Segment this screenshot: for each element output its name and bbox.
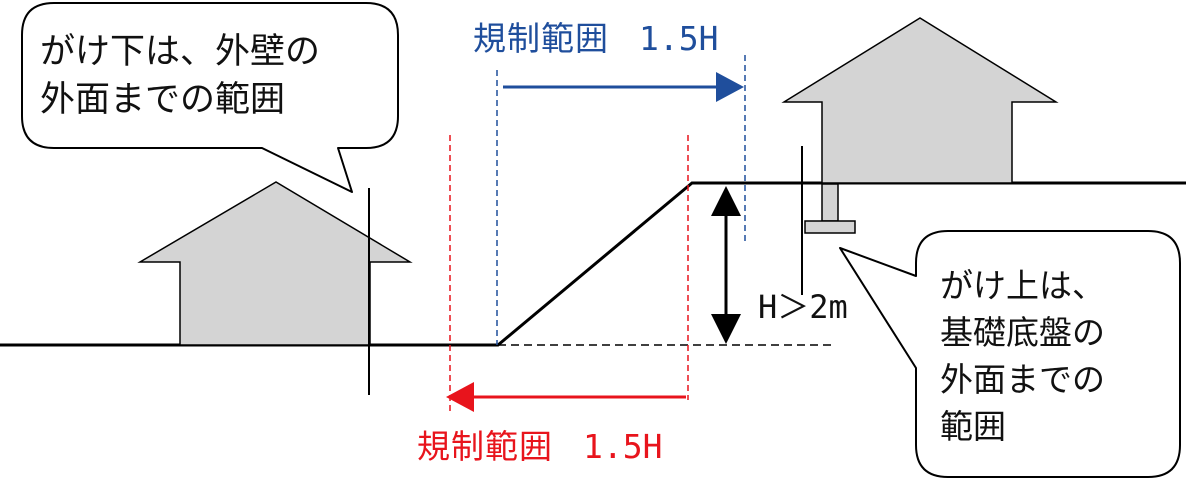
lower-callout-line-2: 外面までの範囲 (40, 80, 286, 120)
lower-range-value: 1.5H (583, 427, 663, 466)
lower-range-word: 規制範囲 (417, 427, 553, 466)
upper-callout-bubble (839, 230, 1181, 478)
upper-range-value: 1.5H (639, 19, 719, 58)
foundation-footing (804, 220, 856, 234)
lower-callout-text: がけ下は、外壁の 外面までの範囲 (40, 28, 320, 124)
lower-range-arrowhead (446, 382, 474, 412)
upper-callout-line-3: 外面までの (940, 360, 1105, 399)
upper-range-word: 規制範囲 (473, 19, 609, 58)
lower-range-label: 規制範囲 1.5H (417, 420, 662, 468)
upper-callout-line-1: がけ上は、 (940, 266, 1105, 305)
height-arrow-bottom-head (711, 314, 741, 344)
upper-house (781, 17, 1059, 184)
foundation-stem (821, 183, 839, 222)
upper-callout-line-2: 基礎底盤の (940, 313, 1105, 352)
upper-callout-line-4: 範囲 (940, 407, 1006, 446)
lower-callout-bubble (21, 2, 399, 193)
height-label: H＞2m (758, 288, 848, 326)
lower-callout-line-1: がけ下は、外壁の (40, 32, 321, 72)
height-arrow-top-head (711, 186, 741, 216)
upper-callout-text: がけ上は、 基礎底盤の 外面までの 範囲 (940, 262, 1105, 450)
upper-range-arrowhead (716, 72, 744, 102)
upper-range-label: 規制範囲 1.5H (473, 12, 718, 60)
